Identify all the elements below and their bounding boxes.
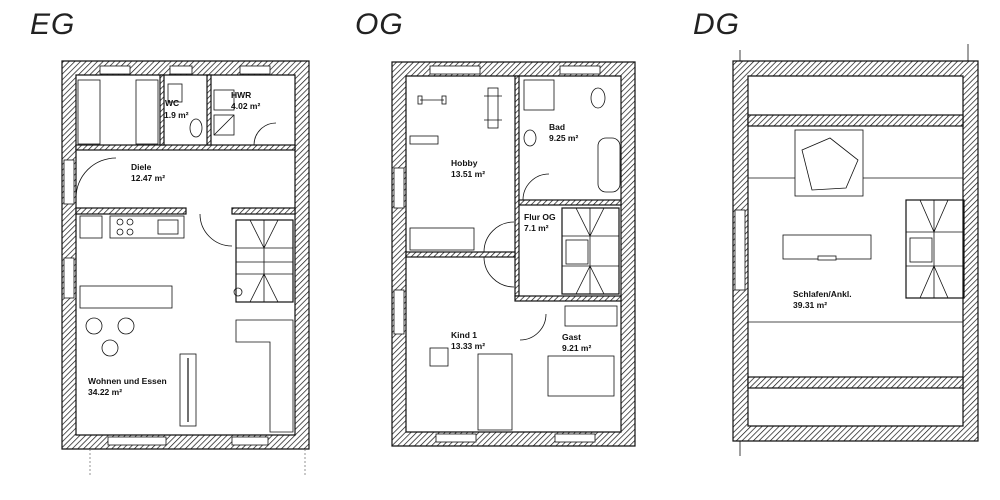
- room-area-hobby: 13.51 m²: [451, 169, 485, 179]
- eg-staircase: [233, 219, 294, 303]
- dg-bed-blanket: [801, 137, 859, 191]
- floor-plan-eg: WC 1.9 m² HWR 4.02 m² Diele 12.47 m² Woh…: [61, 60, 310, 475]
- dg-roof-slope: [747, 376, 964, 389]
- dg-dresser-handle: [817, 255, 837, 261]
- eg-door-swing: [75, 157, 117, 199]
- eg-window: [99, 65, 131, 75]
- room-area-diele: 12.47 m²: [131, 173, 165, 183]
- og-shower: [523, 79, 555, 111]
- eg-hob: [126, 218, 134, 226]
- eg-chair: [101, 339, 119, 357]
- og-sink: [523, 129, 537, 147]
- eg-wall: [206, 74, 212, 146]
- eg-wall: [75, 144, 296, 151]
- eg-dryer-mark: [213, 114, 235, 136]
- eg-toilet: [189, 118, 203, 138]
- room-area-wc: 1.9 m²: [164, 110, 189, 120]
- eg-washer: [213, 89, 235, 111]
- eg-fridge: [79, 215, 103, 239]
- og-bathtub: [597, 137, 621, 193]
- eg-window: [169, 65, 193, 75]
- eg-sink: [167, 83, 183, 103]
- og-bed-gast: [547, 355, 615, 397]
- og-window: [559, 65, 601, 75]
- room-name-wc: WC: [165, 98, 179, 108]
- eg-wall: [231, 207, 296, 215]
- og-wardrobe-gast: [564, 305, 618, 327]
- room-area-bad: 9.25 m²: [549, 133, 578, 143]
- room-name-hwr: HWR: [231, 90, 251, 100]
- dg-staircase: [905, 199, 965, 299]
- og-door-swing: [522, 173, 550, 201]
- eg-window: [107, 436, 167, 446]
- dg-dresser: [782, 234, 872, 260]
- og-outer-wall: [391, 61, 636, 447]
- room-name-wohnen: Wohnen und Essen: [88, 376, 167, 386]
- eg-sofa: [235, 319, 294, 433]
- floor-plan-og: Hobby 13.51 m² Bad 9.25 m² Flur OG 7.1 m…: [391, 61, 636, 447]
- og-wall: [405, 251, 516, 258]
- og-wall: [514, 75, 520, 297]
- eg-hob: [126, 228, 134, 236]
- room-area-hwr: 4.02 m²: [231, 101, 260, 111]
- floor-plan-dg: Schlafen/Ankl. 39.31 m²: [732, 44, 979, 456]
- dg-roof-slope: [747, 114, 964, 127]
- og-window: [435, 433, 477, 443]
- room-area-kind: 13.33 m²: [451, 341, 485, 351]
- eg-kitchen-counter: [109, 215, 185, 239]
- eg-door-swing: [199, 213, 233, 247]
- og-window: [554, 433, 596, 443]
- og-wall: [518, 199, 622, 206]
- dg-bed: [794, 129, 864, 197]
- eg-door-swing: [253, 122, 277, 146]
- eg-window: [63, 257, 75, 299]
- og-door-swing: [519, 313, 547, 341]
- eg-sideboard: [79, 285, 173, 309]
- og-gym-equipment: [409, 87, 502, 145]
- floor-title-eg: EG: [30, 8, 76, 41]
- eg-wall: [75, 207, 187, 215]
- eg-chair: [85, 317, 103, 335]
- og-staircase: [561, 207, 620, 295]
- eg-cabinet: [135, 79, 159, 145]
- eg-window: [239, 65, 271, 75]
- og-door-swing: [483, 221, 515, 253]
- dg-outer-wall: [732, 60, 979, 442]
- og-chair-kind: [429, 347, 449, 367]
- eg-hob: [116, 218, 124, 226]
- eg-hob: [116, 228, 124, 236]
- room-area-wohnen: 34.22 m²: [88, 387, 122, 397]
- room-name-flur: Flur OG: [524, 212, 556, 222]
- room-area-flur: 7.1 m²: [524, 223, 549, 233]
- eg-wardrobe: [77, 79, 101, 145]
- room-name-schlafen: Schlafen/Ankl.: [793, 289, 852, 299]
- room-area-gast: 9.21 m²: [562, 343, 591, 353]
- room-name-kind: Kind 1: [451, 330, 477, 340]
- og-window: [393, 289, 405, 335]
- eg-outer-wall: [61, 60, 310, 450]
- og-bed-kind: [477, 353, 513, 431]
- eg-chair: [117, 317, 135, 335]
- eg-wall: [159, 74, 165, 146]
- og-door-swing: [483, 256, 515, 288]
- og-toilet: [590, 87, 606, 109]
- eg-entrance: [63, 159, 75, 205]
- eg-sink: [157, 219, 179, 235]
- floor-title-dg: DG: [693, 8, 740, 41]
- og-desk: [409, 227, 475, 251]
- room-name-diele: Diele: [131, 162, 152, 172]
- floor-title-og: OG: [355, 8, 404, 41]
- og-wall: [514, 295, 622, 302]
- room-name-gast: Gast: [562, 332, 581, 342]
- eg-window: [231, 436, 269, 446]
- room-name-bad: Bad: [549, 122, 565, 132]
- room-area-schlafen: 39.31 m²: [793, 300, 827, 310]
- room-name-hobby: Hobby: [451, 158, 478, 168]
- og-window: [429, 65, 481, 75]
- og-window: [393, 167, 405, 209]
- dg-window: [734, 209, 746, 291]
